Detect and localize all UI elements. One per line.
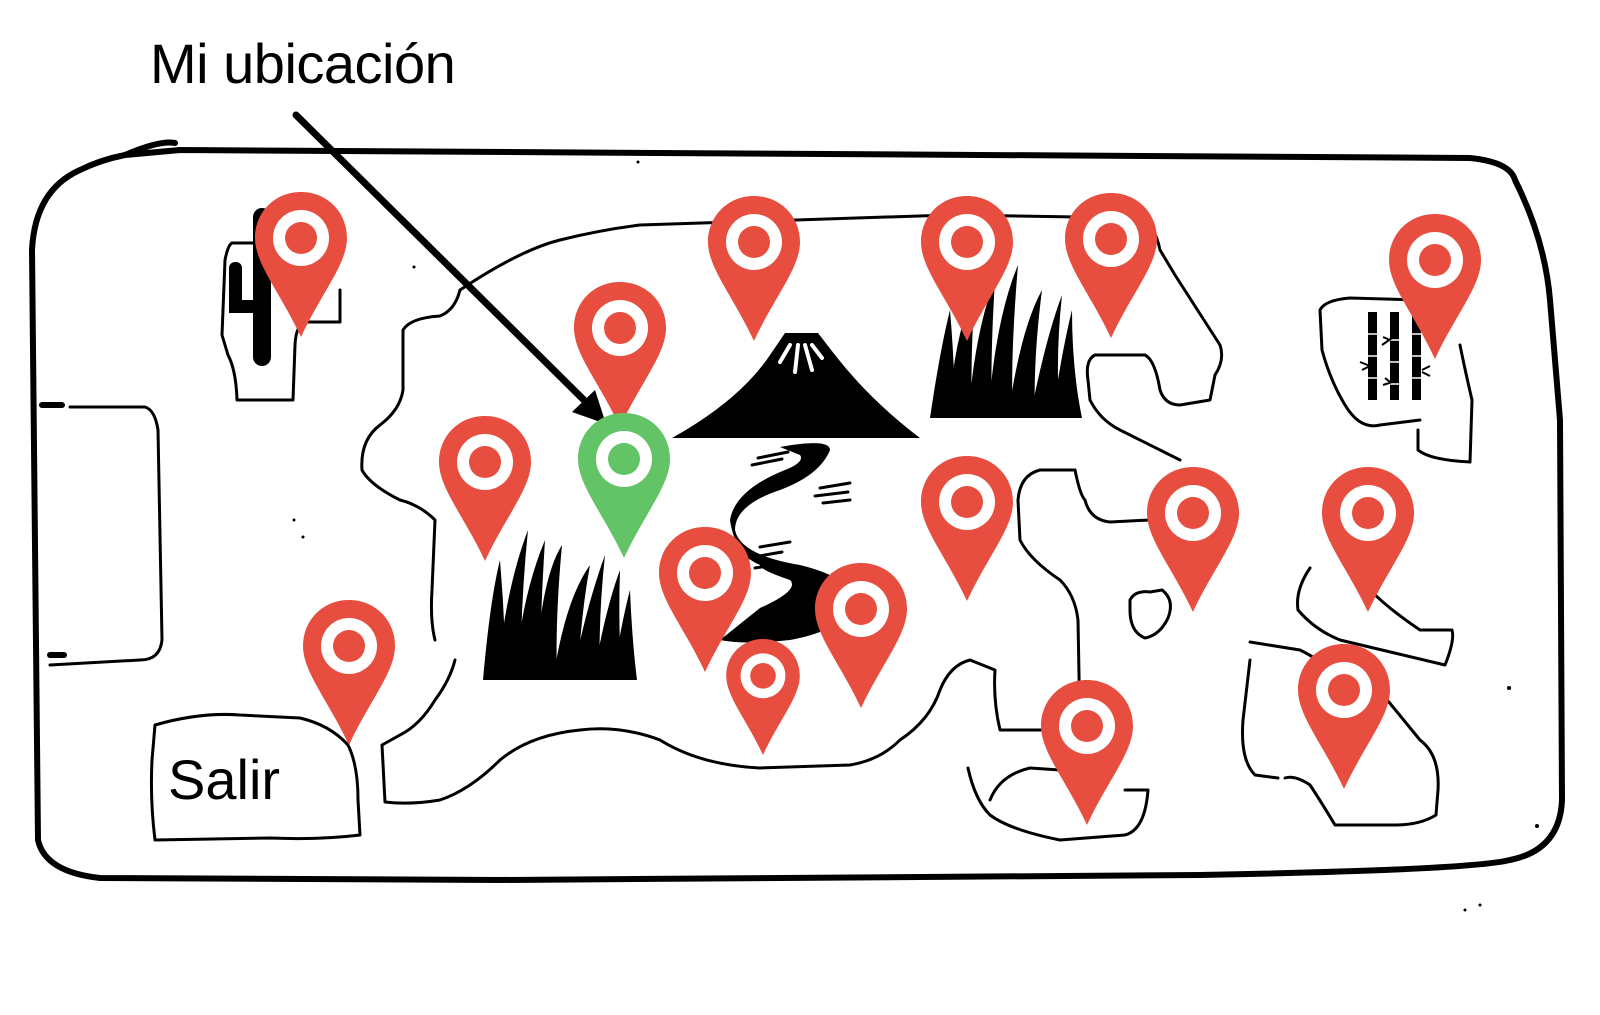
small-island <box>1128 588 1172 640</box>
map-pin-icon <box>708 196 800 341</box>
map-pin-icon <box>815 563 907 708</box>
map-pin-9[interactable] <box>921 456 1013 601</box>
map-pin-icon <box>659 527 751 672</box>
region-right-loop <box>1073 468 1152 524</box>
exit-enclosure <box>149 712 362 842</box>
map-pin-icon <box>1322 467 1414 612</box>
map-pin-15[interactable] <box>726 639 800 755</box>
exit-button[interactable]: Salir <box>168 748 281 811</box>
map-pin-11[interactable] <box>1322 467 1414 612</box>
map-pin-7[interactable] <box>439 416 531 561</box>
map-pin-5[interactable] <box>1389 214 1481 359</box>
map-pin-icon <box>1389 214 1481 359</box>
map-pin-icon <box>255 192 347 337</box>
map-pin-icon <box>726 639 800 755</box>
arrow-icon <box>292 111 606 424</box>
map-pin-icon <box>921 456 1013 601</box>
bamboo-enclosure <box>1318 296 1474 464</box>
my-location-label: Mi ubicación <box>150 32 456 95</box>
map-pin-icon <box>578 413 670 558</box>
bottom-loop <box>966 766 1150 842</box>
map-pin-12[interactable] <box>659 527 751 672</box>
map-pin-icon <box>303 600 395 745</box>
right-mid-enclosure <box>1296 566 1455 667</box>
map-pin-10[interactable] <box>1147 467 1239 612</box>
map-pin-1[interactable] <box>255 192 347 337</box>
map-pin-icon <box>1147 467 1239 612</box>
map-pin-icon <box>1298 644 1390 789</box>
map-pin-4[interactable] <box>1065 193 1157 338</box>
map-pin-icon <box>574 282 666 427</box>
map-pin-icon <box>1065 193 1157 338</box>
current-location-pin[interactable] <box>578 413 670 558</box>
map-pin-6[interactable] <box>574 282 666 427</box>
bamboo-icon <box>1359 312 1431 400</box>
park-boundary <box>29 139 1565 883</box>
central-region <box>360 213 1224 805</box>
grass-icon <box>483 530 637 680</box>
sketch-dots <box>292 160 1539 912</box>
map-pin-icon <box>439 416 531 561</box>
map-pin-13[interactable] <box>815 563 907 708</box>
map-pin-icon <box>921 196 1013 341</box>
mountain-icon <box>672 333 920 438</box>
map-pin-3[interactable] <box>921 196 1013 341</box>
map-pin-2[interactable] <box>708 196 800 341</box>
entrance-area <box>48 405 164 667</box>
map-pin-17[interactable] <box>1298 644 1390 789</box>
map-pin-14[interactable] <box>303 600 395 745</box>
map-pin-icon <box>1041 680 1133 825</box>
map-pin-16[interactable] <box>1041 680 1133 825</box>
